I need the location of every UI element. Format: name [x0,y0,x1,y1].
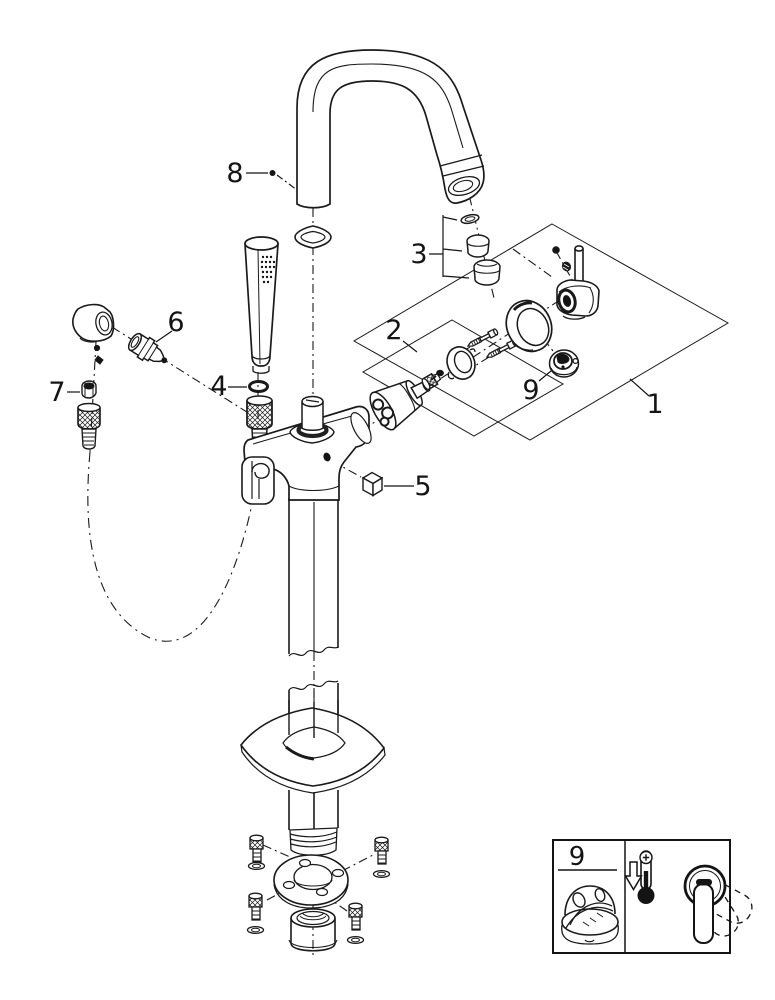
check-valve [125,330,172,371]
hand-shower [245,237,278,373]
leader-8-dot [269,170,276,176]
leader-1 [630,379,649,396]
shower-holder [242,457,274,504]
group-outline-2 [363,320,563,436]
leader-3-bracket [429,215,469,278]
screw-bottom-left [248,893,264,933]
base-screws [248,835,390,943]
cartridge [365,367,439,434]
callout-2: 2 [385,315,402,346]
leader-6 [156,331,172,342]
inset-part-number: 9 [569,842,586,872]
group-outline-1 [354,224,728,440]
plug-cube [363,473,382,496]
base-collar-socket [289,909,337,951]
callout-leaders [67,170,649,486]
callout-3: 3 [410,239,427,270]
leader-9 [539,371,551,381]
cartridge-flange [442,343,479,384]
hose-fitting [78,404,100,450]
screw-bottom-right [348,903,364,943]
lever-handle-icon [685,866,757,943]
spout [297,50,484,208]
inset-box: 9 [553,840,757,953]
shower-o-ring [250,382,268,392]
callout-4: 4 [210,371,227,402]
plus-glyph [643,854,649,860]
callout-5: 5 [414,471,431,502]
hose-elbow [73,305,114,342]
down-arrow-icon [626,862,642,890]
flange-screw-2 [486,339,518,360]
temp-limiter [550,350,579,377]
callout-1: 1 [646,389,663,420]
spray-face-dots [260,255,276,284]
mousseur-upper [467,235,489,257]
screw-top-right [374,837,390,877]
floor-escutcheon-plate [241,700,385,793]
column-lower [289,790,338,855]
callout-6: 6 [167,307,184,338]
aerator-parts [460,213,500,285]
max-temp-thermometer-icon [637,851,655,904]
handle-set-screw [553,247,572,272]
escutcheon-ring [498,293,559,358]
elbow-small-parts [94,345,103,364]
spout-gasket [295,226,331,248]
callout-8: 8 [226,158,243,189]
temperature-limiter-part-icon [562,886,619,944]
spout-stub [290,397,334,444]
callout-labels: 1 2 3 4 5 6 7 8 9 [48,158,663,502]
base-mounting-flange [274,855,348,908]
screw-top-left [249,835,265,869]
callout-7: 7 [48,377,65,408]
mousseur-lower [474,260,500,285]
handle-body [557,280,599,319]
callout-9: 9 [522,375,539,406]
hose-nut [82,381,96,398]
handle-group [553,246,599,319]
leader-2 [403,341,417,352]
handle-slot [696,879,712,886]
cartridge-screw-small [431,370,443,380]
flange-screw-1 [467,328,499,349]
leader-8-dash [277,175,297,190]
